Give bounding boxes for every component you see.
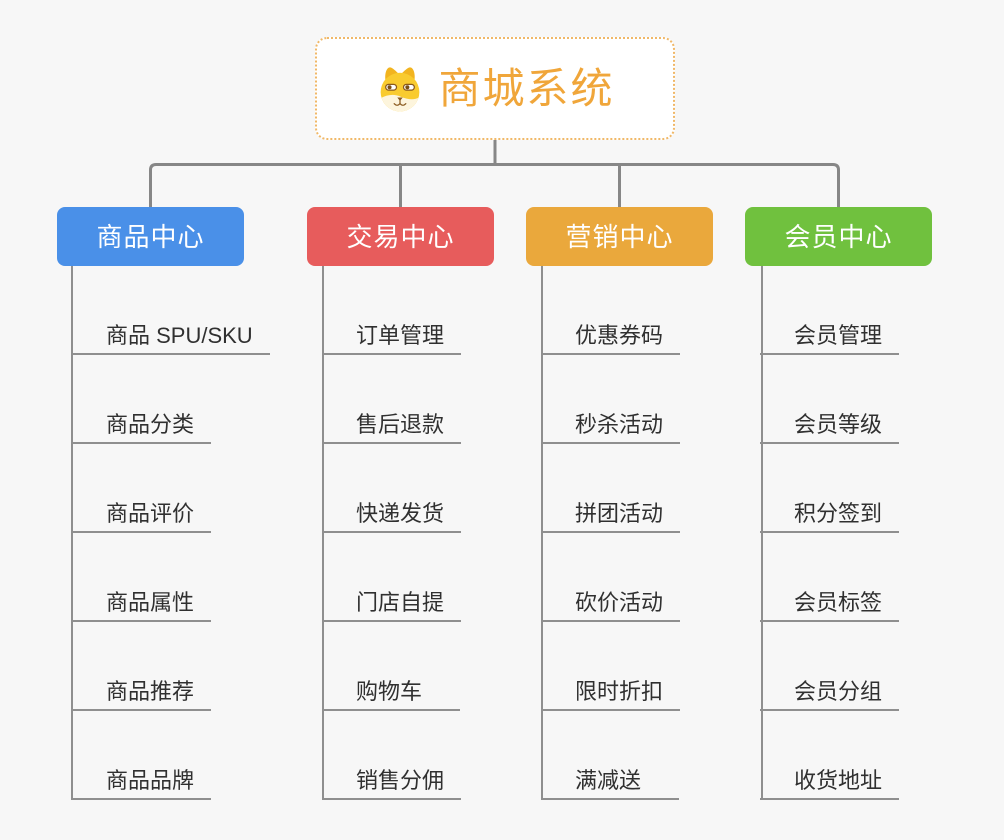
branch-children-trade-center: 订单管理 售后退款 快递发货 门店自提 购物车 销售分佣 [322,266,494,800]
child-item[interactable]: 收货地址 [760,711,900,800]
child-item[interactable]: 购物车 [322,622,460,711]
child-item[interactable]: 砍价活动 [541,533,681,622]
branch-product-center: 商品中心 商品 SPU/SKU 商品分类 商品评价 商品属性 商品推荐 商品品牌 [57,207,270,800]
branch-children-marketing-center: 优惠券码 秒杀活动 拼团活动 砍价活动 限时折扣 满减送 [541,266,713,800]
child-item[interactable]: 销售分佣 [322,711,462,800]
child-item[interactable]: 门店自提 [322,533,462,622]
branch-node-member-center[interactable]: 会员中心 [745,207,932,266]
child-item[interactable]: 会员分组 [760,622,900,711]
child-item[interactable]: 商品 SPU/SKU [72,266,270,355]
branch-node-product-center[interactable]: 商品中心 [57,207,244,266]
child-item[interactable]: 限时折扣 [541,622,681,711]
branch-children-product-center: 商品 SPU/SKU 商品分类 商品评价 商品属性 商品推荐 商品品牌 [72,266,270,800]
child-item[interactable]: 会员管理 [760,266,900,355]
child-item[interactable]: 商品属性 [72,533,212,622]
child-item[interactable]: 会员标签 [760,533,900,622]
child-item[interactable]: 商品品牌 [72,711,212,800]
child-item[interactable]: 商品评价 [72,444,212,533]
child-item[interactable]: 优惠券码 [541,266,681,355]
dog-face-icon [381,66,420,111]
root-node-title: 商城系统 [438,64,615,112]
child-item[interactable]: 积分签到 [760,444,900,533]
child-item[interactable]: 商品推荐 [72,622,212,711]
child-item[interactable]: 快递发货 [322,444,462,533]
branch-node-trade-center[interactable]: 交易中心 [307,207,494,266]
branch-marketing-center: 营销中心 优惠券码 秒杀活动 拼团活动 砍价活动 限时折扣 满减送 [526,207,713,800]
tree-connectors [149,140,840,207]
child-item[interactable]: 订单管理 [322,266,462,355]
branch-node-marketing-center[interactable]: 营销中心 [526,207,713,266]
branch-member-center: 会员中心 会员管理 会员等级 积分签到 会员标签 会员分组 收货地址 [745,207,932,800]
root-node[interactable]: 商城系统 [315,37,675,140]
child-item[interactable]: 秒杀活动 [541,355,681,444]
branch-children-member-center: 会员管理 会员等级 积分签到 会员标签 会员分组 收货地址 [760,266,932,800]
branch-trade-center: 交易中心 订单管理 售后退款 快递发货 门店自提 购物车 销售分佣 [307,207,494,800]
child-item[interactable]: 会员等级 [760,355,900,444]
child-item[interactable]: 售后退款 [322,355,462,444]
child-item[interactable]: 满减送 [541,711,679,800]
child-item[interactable]: 拼团活动 [541,444,681,533]
child-item[interactable]: 商品分类 [72,355,212,444]
